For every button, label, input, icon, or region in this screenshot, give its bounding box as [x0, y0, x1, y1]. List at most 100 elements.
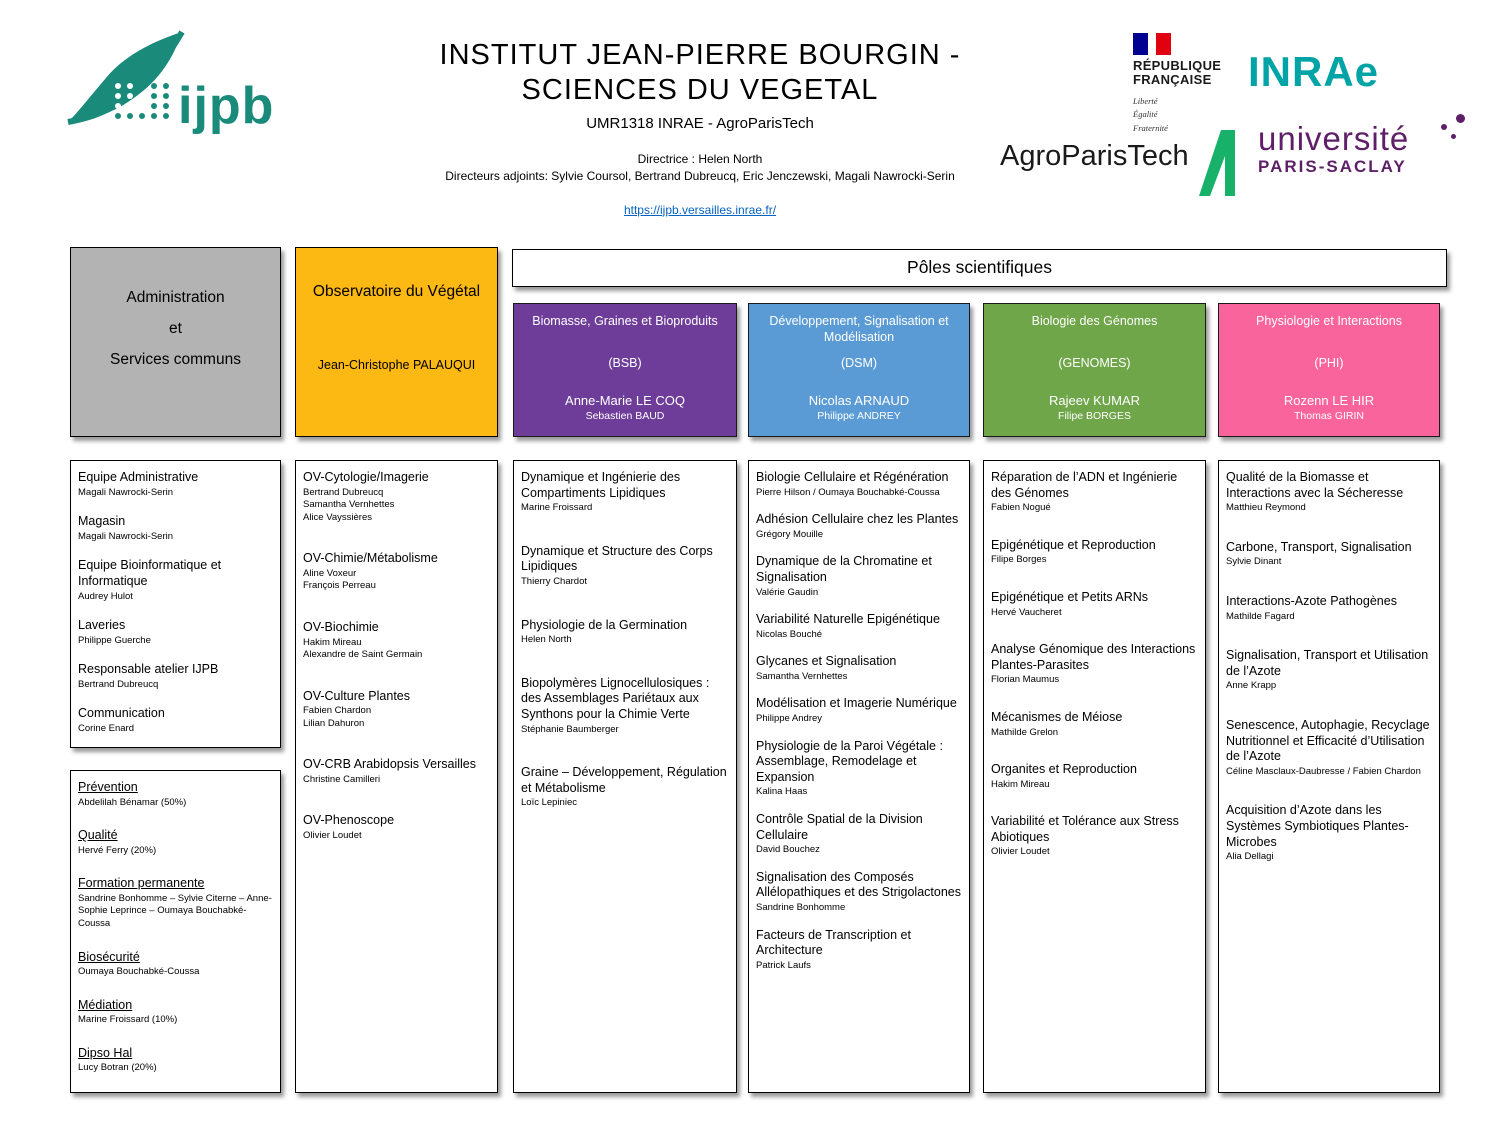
website-link[interactable]: https://ijpb.versailles.inrae.fr/ — [623, 202, 777, 217]
team-title: OV-Culture Plantes — [303, 688, 410, 703]
team-title: Analyse Génomique des Interactions Plant… — [991, 642, 1196, 672]
team-title: Dynamique de la Chromatine et Signalisat… — [756, 554, 932, 584]
team: Dipso Hal Lucy Botran (20%) — [78, 1046, 273, 1075]
team-title: Médiation — [78, 997, 133, 1012]
team-names: Philippe Guerche — [78, 634, 151, 646]
ups-dot-icon — [1451, 134, 1456, 139]
team-title: Prévention — [78, 780, 138, 794]
ups-dot-icon — [1456, 114, 1465, 123]
team-names: Olivier Loudet — [991, 846, 1050, 858]
team-names: Marine Froissard (10%) — [78, 1014, 178, 1026]
team-names: Christine Camilleri — [303, 773, 381, 785]
team: Biologie Cellulaire et Régénération Pier… — [756, 470, 962, 499]
admin-header-line1: Administration — [126, 289, 225, 306]
team: OV-CRB Arabidopsis Versailles Christine … — [303, 757, 490, 786]
team: Formation permanente Sandrine Bonhomme –… — [78, 876, 273, 930]
header-title-block: INSTITUT JEAN-PIERRE BOURGIN - SCIENCES … — [420, 38, 980, 219]
team-title: Dynamique et Structure des Corps Lipidiq… — [521, 543, 713, 574]
team: Facteurs de Transcription et Architectur… — [756, 928, 962, 973]
admin-header-box: Administration et Services communs — [70, 247, 281, 437]
team: Communication Corine Enard — [78, 706, 273, 735]
inrae-logo: INRAe — [1248, 48, 1380, 95]
team: Dynamique de la Chromatine et Signalisat… — [756, 554, 962, 599]
team-title: Biosécurité — [78, 949, 140, 964]
team-title: Signalisation, Transport et Utilisation … — [1226, 648, 1429, 678]
team: Physiologie de la Germination Helen Nort… — [521, 618, 729, 647]
team-title: Responsable atelier IJPB — [78, 662, 219, 677]
team-names: Alia Dellagi — [1226, 851, 1274, 863]
team-names: Magali Nawrocki-Serin — [78, 486, 174, 498]
team-title: Facteurs de Transcription et Architectur… — [756, 927, 911, 958]
team-names: Abdelilah Bénamar (50%) — [78, 796, 187, 808]
team-names: Grégory Mouille — [756, 528, 824, 540]
pole-header-genomes: Biologie des Génomes (GENOMES) Rajeev KU… — [983, 303, 1206, 437]
team-names: Fabien Nogué — [991, 502, 1051, 514]
team: Adhésion Cellulaire chez les Plantes Gré… — [756, 512, 962, 541]
director-line: Directrice : Helen North — [637, 151, 763, 166]
team-title: OV-Phenoscope — [303, 813, 395, 828]
pole-acronym: (GENOMES) — [1058, 356, 1131, 370]
pole-deputy: Thomas GIRIN — [1293, 410, 1364, 422]
republique-motto: Liberté Égalité Fraternité — [1133, 95, 1168, 133]
admin-services-box: Equipe Administrative Magali Nawrocki-Se… — [70, 460, 281, 748]
team-title: Graine – Développement, Régulation et Mé… — [521, 765, 727, 795]
team-names: Anne Krapp — [1226, 680, 1277, 692]
team-title: Variabilité et Tolérance aux Stress Abio… — [991, 814, 1179, 844]
team: Mécanismes de Méiose Mathilde Grelon — [991, 710, 1198, 739]
team: Magasin Magali Nawrocki-Serin — [78, 514, 273, 543]
team: Variabilité et Tolérance aux Stress Abio… — [991, 814, 1198, 859]
pole-lead: Nicolas ARNAUD — [808, 393, 910, 408]
pole-acronym: (DSM) — [840, 356, 878, 370]
team: Carbone, Transport, Signalisation Sylvie… — [1226, 540, 1432, 569]
team-names: Audrey Hulot — [78, 590, 133, 602]
page-title-line1: INSTITUT JEAN-PIERRE BOURGIN - — [439, 39, 961, 71]
team-title: Mécanismes de Méiose — [991, 709, 1123, 724]
team-title: Modélisation et Imagerie Numérique — [756, 696, 957, 711]
genomes-teams-box: Réparation de l’ADN et Ingénierie des Gé… — [983, 460, 1206, 1093]
french-flag-icon — [1133, 33, 1173, 55]
team-title: Organites et Reproduction — [991, 762, 1137, 777]
pole-acronym: (BSB) — [608, 356, 642, 370]
team-title: Epigénétique et Petits ARNs — [991, 589, 1149, 604]
team: Réparation de l’ADN et Ingénierie des Gé… — [991, 470, 1198, 515]
team-names: Mathilde Fagard — [1226, 610, 1295, 622]
team-names: Marine Froissard — [521, 502, 593, 514]
ijpb-logo-text: ijpb — [178, 77, 275, 135]
deputies-line: Directeurs adjoints: Sylvie Coursol, Ber… — [445, 168, 955, 183]
team-names: Patrick Laufs — [756, 959, 811, 971]
pole-title: Biomasse, Graines et Bioproduits — [532, 314, 718, 328]
team: Senescence, Autophagie, Recyclage Nutrit… — [1226, 718, 1432, 778]
team-title: Physiologie de la Paroi Végétale : Assem… — [756, 738, 943, 784]
team-names: Hakim Mireau — [991, 778, 1050, 790]
team: Biopolymères Lignocellulosiques : des As… — [521, 676, 729, 736]
team-names: David Bouchez — [756, 844, 820, 856]
team: Prévention Abdelilah Bénamar (50%) — [78, 780, 273, 809]
bsb-teams-box: Dynamique et Ingénierie des Compartiment… — [513, 460, 737, 1093]
team-title: Carbone, Transport, Signalisation — [1226, 539, 1412, 554]
team-names: Bertrand Dubreucq — [78, 678, 159, 690]
team: Modélisation et Imagerie Numérique Phili… — [756, 696, 962, 725]
page-title-line2: SCIENCES DU VEGETAL — [521, 74, 879, 107]
team-names: Loïc Lepiniec — [521, 797, 577, 809]
team-names: Sylvie Dinant — [1226, 556, 1282, 568]
team-title: Signalisation des Composés Allélopathiqu… — [756, 869, 961, 900]
team: Contrôle Spatial de la Division Cellulai… — [756, 812, 962, 857]
republique-line1: RÉPUBLIQUE — [1133, 58, 1222, 73]
team-names: Lucy Botran (20%) — [78, 1062, 157, 1074]
republique-francaise-logo: RÉPUBLIQUE FRANÇAISE Liberté Égalité Fra… — [1133, 33, 1238, 135]
team-names: Thierry Chardot — [521, 576, 587, 588]
team-names: Olivier Loudet — [303, 830, 362, 842]
team-names: Kalina Haas — [756, 786, 808, 798]
team: Epigénétique et Petits ARNs Hervé Vauche… — [991, 590, 1198, 619]
team: Responsable atelier IJPB Bertrand Dubreu… — [78, 662, 273, 691]
team-names: Pierre Hilson / Oumaya Bouchabké-Coussa — [756, 486, 940, 498]
pole-header-bsb: Biomasse, Graines et Bioproduits (BSB) A… — [513, 303, 737, 437]
team-title: Biopolymères Lignocellulosiques : des As… — [521, 675, 710, 721]
pole-lead: Rajeev KUMAR — [1048, 393, 1141, 408]
team: Dynamique et Ingénierie des Compartiment… — [521, 470, 729, 515]
pole-deputy: Philippe ANDREY — [817, 410, 901, 422]
